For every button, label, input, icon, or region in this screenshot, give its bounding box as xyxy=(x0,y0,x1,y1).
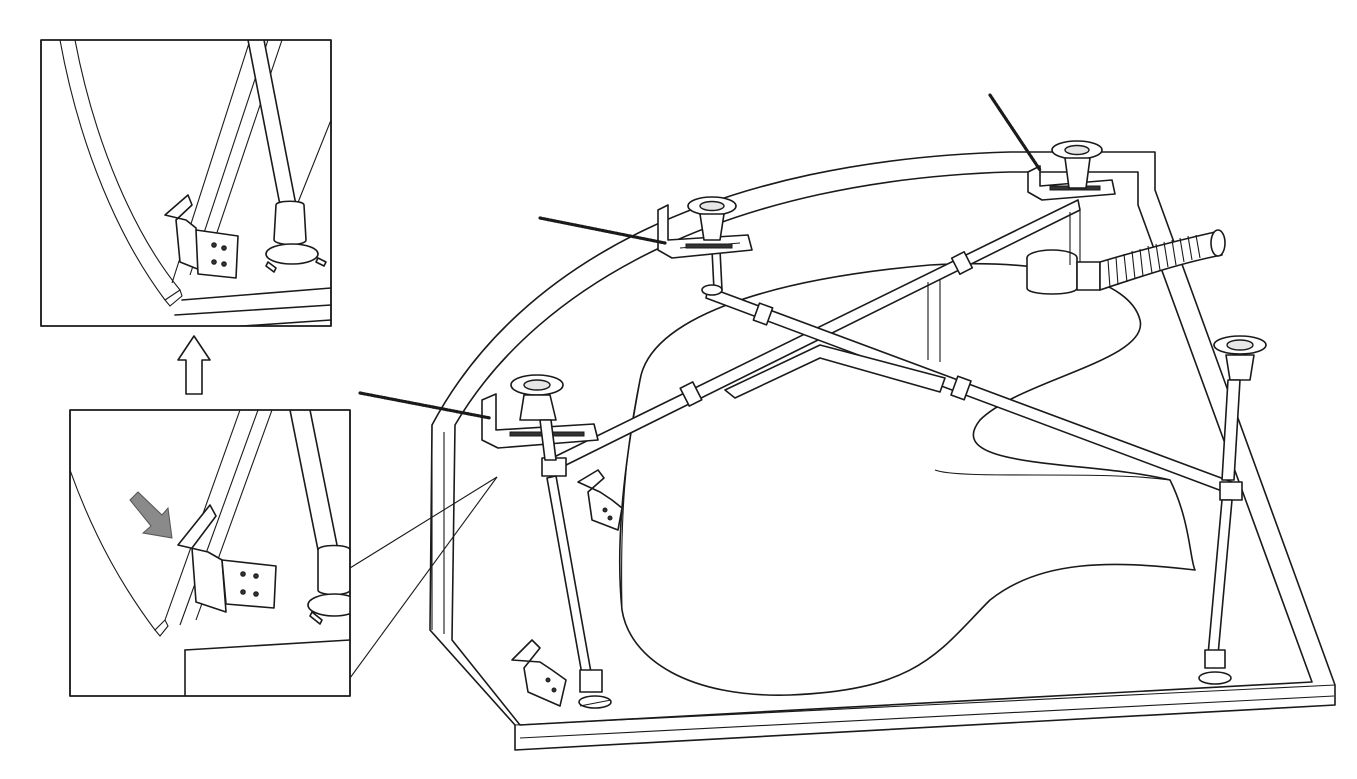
hint-arrow-icon xyxy=(129,491,173,539)
cross-frame xyxy=(541,199,1243,501)
tub-basin xyxy=(618,262,1196,696)
mounting-bracket-side-lower xyxy=(511,639,567,707)
bathtub-shell xyxy=(429,151,1336,751)
leader-line-middle xyxy=(538,216,667,245)
mounting-bracket-top-left xyxy=(657,196,753,259)
drain-trap xyxy=(1026,229,1226,295)
up-arrow-icon xyxy=(177,335,211,395)
leader-line-left xyxy=(358,391,492,420)
mounting-bracket-left xyxy=(481,374,599,461)
magnifier-cone xyxy=(349,476,498,679)
mounting-bracket-top-right xyxy=(1027,140,1116,201)
leader-line-top xyxy=(988,93,1042,172)
detail-callout-top xyxy=(40,39,332,327)
detail-callout-bottom xyxy=(69,409,351,697)
leg-right xyxy=(1198,335,1267,685)
mounting-bracket-side-upper xyxy=(577,469,623,531)
leg-back-left xyxy=(701,249,723,296)
leg-front-left xyxy=(546,475,612,709)
